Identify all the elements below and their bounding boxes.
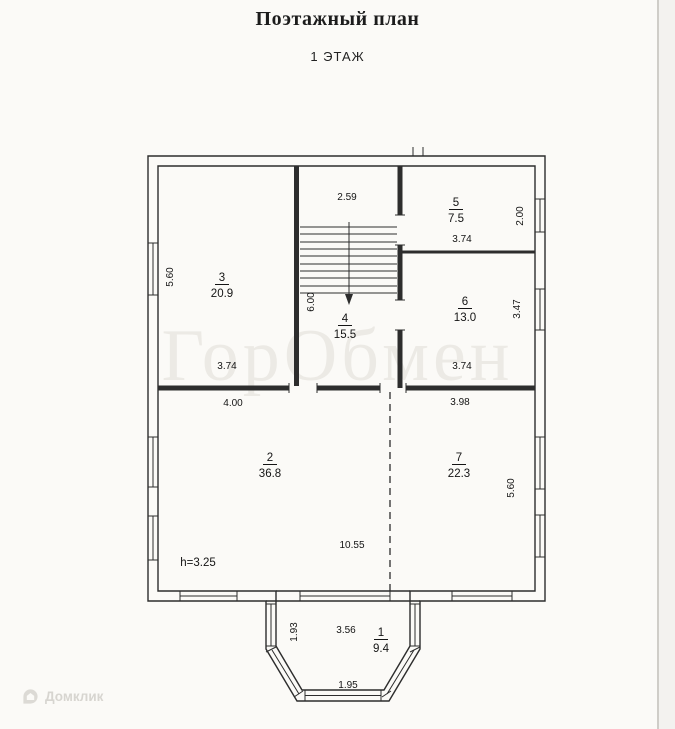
dim-room5-width: 3.74 (452, 234, 472, 245)
room-4-area: 15.5 (334, 329, 356, 341)
scan-edge-line (657, 0, 659, 729)
dim-room7-depth: 5.60 (506, 478, 517, 498)
ceiling-height-note: h=3.25 (180, 557, 216, 569)
stair-direction-arrow (345, 294, 353, 305)
dim-stair-depth: 6.00 (306, 292, 317, 312)
room-7-area: 22.3 (448, 468, 470, 480)
staircase (300, 222, 397, 305)
dim-room3-width: 3.74 (217, 361, 237, 372)
room-1-number: 1 (378, 627, 384, 639)
domclick-label: Домклик (45, 689, 104, 704)
room-2-number: 2 (267, 452, 273, 464)
windows (148, 198, 545, 701)
dimension-labels: 2.59 5.60 3.74 6.00 3.74 2.00 3.47 3.74 … (165, 192, 526, 691)
dim-room2-width: 4.00 (223, 398, 243, 409)
dim-room7-width: 3.98 (450, 397, 470, 408)
room-labels: 3 20.9 4 15.5 5 7.5 6 13.0 2 36.8 7 22.3… (180, 197, 476, 655)
dim-total-width: 10.55 (339, 540, 364, 551)
dim-stair-width: 2.59 (337, 192, 357, 203)
dim-bay-side: 1.93 (289, 622, 300, 642)
room-6-area: 13.0 (454, 312, 476, 324)
room-5-area: 7.5 (448, 213, 464, 225)
scan-edge-strip (659, 0, 675, 729)
dim-room6-depth: 3.47 (512, 299, 523, 319)
dim-room6-width: 3.74 (452, 361, 472, 372)
floor-label: 1 ЭТАЖ (310, 49, 365, 64)
dim-bay-front: 1.95 (338, 680, 358, 691)
room-3-number: 3 (219, 272, 225, 284)
door-openings (288, 214, 407, 393)
dim-room3-depth: 5.60 (165, 267, 176, 287)
room-3-area: 20.9 (211, 288, 233, 300)
interior-walls (158, 166, 535, 391)
dim-bay-width: 3.56 (336, 625, 356, 636)
domclick-watermark: Домклик (22, 688, 103, 705)
room-4-number: 4 (342, 313, 349, 325)
room-7-number: 7 (456, 452, 462, 464)
chimney-ticks (412, 147, 424, 156)
room-1-area: 9.4 (373, 643, 390, 655)
plan-title: Поэтажный план (255, 8, 420, 30)
room-5-number: 5 (453, 197, 459, 209)
dim-room5-depth: 2.00 (515, 206, 526, 226)
exterior-walls (147, 155, 546, 702)
house-icon (23, 689, 38, 704)
room-2-area: 36.8 (259, 468, 281, 480)
room-6-number: 6 (462, 296, 468, 308)
